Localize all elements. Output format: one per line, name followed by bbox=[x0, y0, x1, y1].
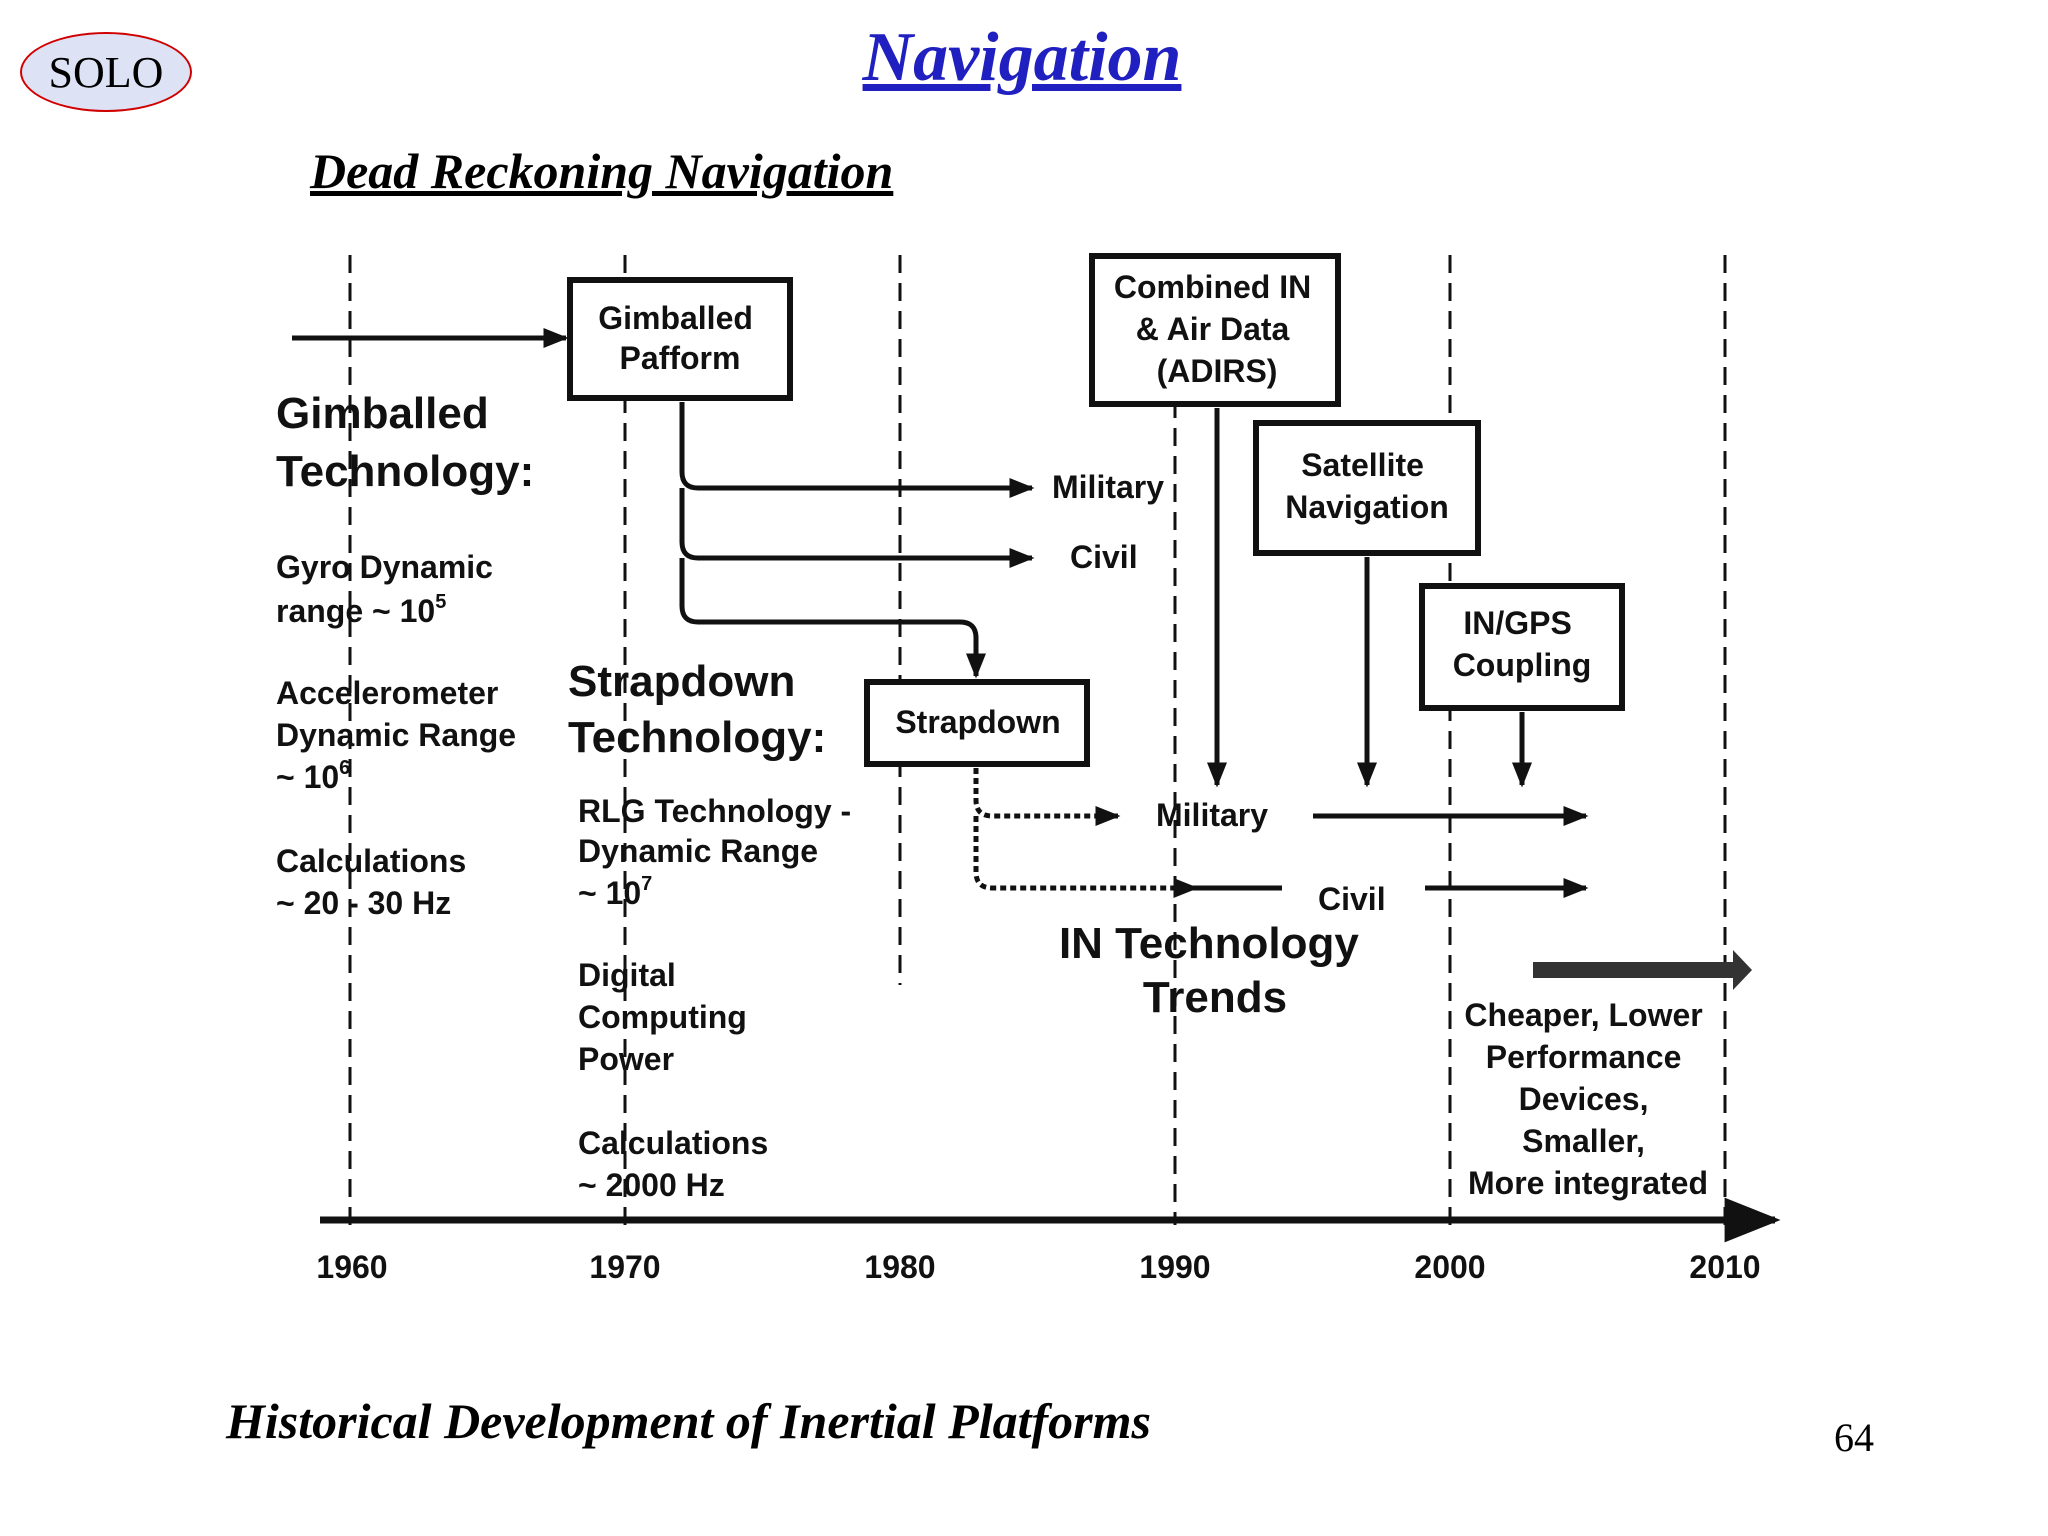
page-title-text: Navigation bbox=[862, 19, 1182, 96]
satellite-navigation-label: Satellite Navigation bbox=[1285, 447, 1449, 525]
year-label-2010: 2010 bbox=[1689, 1249, 1760, 1285]
section-subtitle: Dead Reckoning Navigation bbox=[310, 143, 894, 199]
year-label-1980: 1980 bbox=[864, 1249, 935, 1285]
figure-caption: Historical Development of Inertial Platf… bbox=[226, 1393, 1151, 1449]
year-labels: 1960 1970 1980 1990 2000 2010 bbox=[316, 1249, 1760, 1285]
ingps-coupling-label: IN/GPS Coupling bbox=[1453, 605, 1592, 683]
in-technology-trends: IN Technology Trends bbox=[1059, 919, 1371, 1022]
strapdown-box bbox=[864, 679, 1090, 767]
gimballed-platform-label: Gimballed Pafform bbox=[598, 300, 762, 376]
strapdown-military-dashed-arrow bbox=[973, 768, 1121, 826]
gimballed-technology-heading: Gimballed Technology: bbox=[276, 389, 534, 496]
gimballed-strapdown-arrow bbox=[679, 558, 986, 679]
solo-logo: SOLO bbox=[20, 32, 192, 112]
adirs-box bbox=[1089, 253, 1341, 407]
year-label-2000: 2000 bbox=[1414, 1249, 1485, 1285]
trend-thick-arrow bbox=[1533, 950, 1752, 990]
rlg-technology: RLG Technology - Dynamic Range ~ 107 bbox=[578, 793, 860, 911]
strapdown-civil-dashed-arrow bbox=[973, 816, 1199, 898]
military-label-strapdown: Military bbox=[1156, 797, 1268, 833]
year-label-1960: 1960 bbox=[316, 1249, 387, 1285]
satellite-navigation-box bbox=[1253, 420, 1481, 556]
strapdown-box-label: Strapdown bbox=[895, 704, 1060, 740]
strapdown-calculations: Calculations ~ 2000 Hz bbox=[578, 1125, 777, 1203]
year-label-1970: 1970 bbox=[589, 1249, 660, 1285]
civil-label-strapdown: Civil bbox=[1318, 881, 1386, 917]
gyro-dynamic-range: Gyro Dynamic range ~ 105 bbox=[276, 549, 502, 629]
page-title: Navigation bbox=[0, 18, 2048, 98]
gimballed-civil-arrow bbox=[679, 488, 1035, 568]
accelerometer-dynamic-range: Accelerometer Dynamic Range ~ 106 bbox=[276, 675, 525, 795]
gimballed-military-arrow bbox=[679, 402, 1035, 498]
year-label-1990: 1990 bbox=[1139, 1249, 1210, 1285]
adirs-label: Combined IN & Air Data (ADIRS) bbox=[1114, 269, 1320, 389]
civil-label-gimballed: Civil bbox=[1070, 539, 1138, 575]
diagram-arrows bbox=[292, 328, 1589, 898]
cheaper-lower-performance: Cheaper, Lower Performance Devices, Smal… bbox=[1464, 997, 1711, 1201]
ingps-coupling-box bbox=[1419, 583, 1625, 711]
page-number: 64 bbox=[1834, 1415, 1874, 1460]
digital-computing-power: Digital Computing Power bbox=[578, 957, 756, 1077]
gimballed-platform-box bbox=[567, 277, 793, 401]
strapdown-technology-heading: Strapdown Technology: bbox=[568, 657, 826, 762]
gimballed-calculations: Calculations ~ 20 - 30 Hz bbox=[276, 843, 475, 921]
military-label-gimballed: Military bbox=[1052, 469, 1164, 505]
